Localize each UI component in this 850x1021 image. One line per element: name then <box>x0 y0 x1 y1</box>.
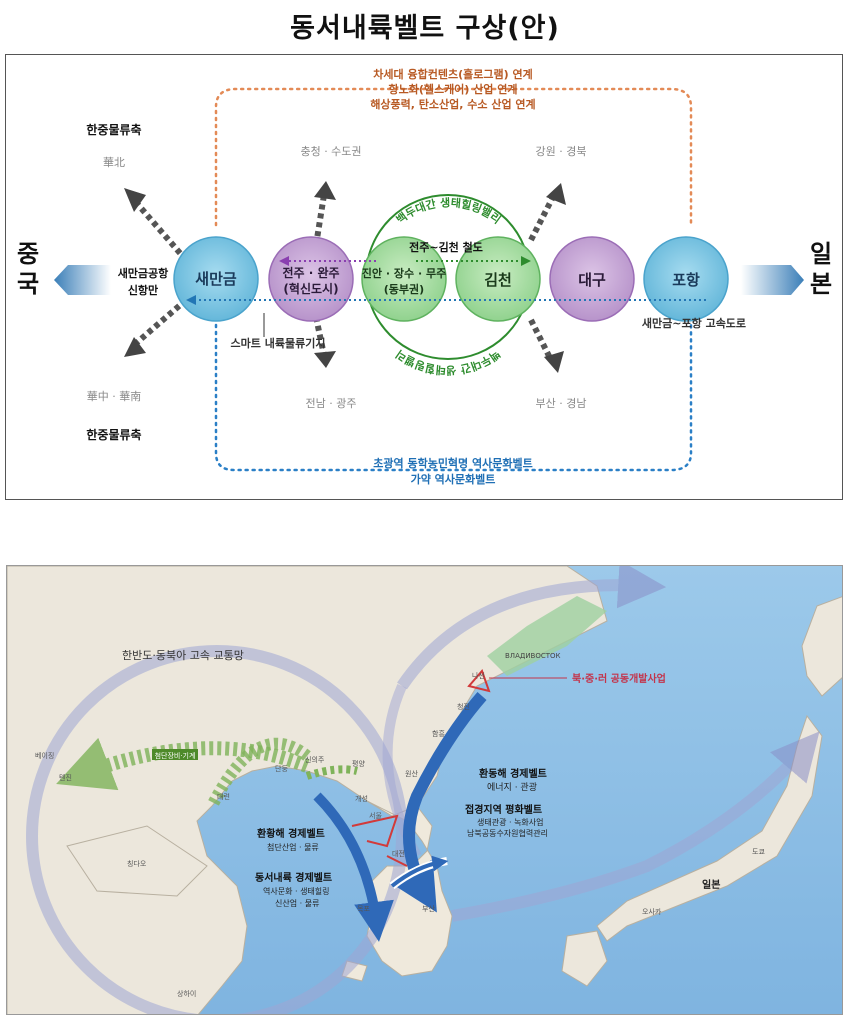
arrowhead-south-china <box>124 337 146 357</box>
east-sea-title: 환동해 경제벨트 <box>479 767 547 780</box>
page-title: 동서내륙벨트 구상(안) <box>290 13 560 44</box>
east-sea-desc: 에너지 · 관광 <box>487 781 537 793</box>
top-link-line <box>214 87 693 227</box>
arrowhead-gangwon <box>546 183 566 205</box>
yellow-sea-desc: 첨단산업 · 물류 <box>267 842 319 852</box>
china-arrow <box>54 265 111 295</box>
place-label: 신의주 <box>305 755 325 764</box>
place-label: 목포 <box>357 905 370 913</box>
place-label: 평양 <box>352 759 365 768</box>
yellow-sea-title: 환황해 경제벨트 <box>257 827 325 840</box>
arc-label-bottom: 백두대간 생태힐링밸리 <box>393 347 503 378</box>
arrowhead-busan <box>544 351 564 373</box>
inland-desc-1: 역사문화 · 생태힐링 <box>263 886 330 896</box>
label-jeonju: 전주 · 완주 <box>282 265 339 280</box>
label-gimcheon: 김천 <box>484 271 512 289</box>
label-pohang: 포항 <box>672 271 700 289</box>
highway-label: 새만금~포항 고속도로 <box>642 316 746 330</box>
cheomdan-badge <box>152 749 198 760</box>
bottom-note-2: 가약 역사문화벨트 <box>411 472 496 486</box>
region-jeonnam: 전남 · 광주 <box>306 397 357 410</box>
inland-desc-2: 신산업 · 물류 <box>275 898 319 908</box>
japan-arrow <box>741 265 804 295</box>
place-label: 서울 <box>369 811 382 820</box>
kyushu <box>561 930 608 987</box>
network-title: 한반도·동북아 고속 교통망 <box>122 649 244 662</box>
region-gangwon: 강원 · 경북 <box>536 145 587 158</box>
region-busan: 부산 · 경남 <box>536 397 587 410</box>
logistics-axis-bottom: 한중물류축 <box>86 427 141 442</box>
china-belt-north <box>56 737 310 791</box>
top-note-2: 항노화(헬스케어) 산업 연계 <box>388 82 517 96</box>
region-south-china: 華中 · 華南 <box>87 390 142 403</box>
label-jeonju-sub: (혁신도시) <box>283 281 338 296</box>
region-chungcheong: 충청 · 수도권 <box>300 145 361 158</box>
trilateral-triangle <box>467 669 491 693</box>
inland-belt <box>390 855 449 888</box>
arrowhead-chungcheong <box>314 181 336 200</box>
arrow-to-south-china <box>132 297 188 348</box>
border-desc-1: 생태관광 · 녹화사업 <box>477 817 544 827</box>
china-belt-south <box>206 737 311 809</box>
place-label: 단둥 <box>275 764 288 773</box>
arc-label-top: 백두대간 생태힐링밸리 <box>393 195 503 226</box>
vladivostok-label: ВЛАДИВОСТОК <box>505 652 561 660</box>
map-svg: 한반도·동북아 고속 교통망 북·중·러 공동개발사업 ВЛАДИВОСТОК … <box>7 566 842 1014</box>
place-label: 도쿄 <box>752 848 765 856</box>
border-zone-lines <box>351 814 399 848</box>
smart-logistics-label: 스마트 내륙물류기지 <box>231 336 326 350</box>
place-label: 칭다오 <box>127 859 147 868</box>
place-label: 톈진 <box>59 773 72 782</box>
place-label: 부산 <box>422 904 435 913</box>
arrow-to-jeonnam <box>313 316 327 356</box>
border-desc-2: 남북공동수자원협력관리 <box>467 828 548 838</box>
place-label: 함흥 <box>432 729 445 738</box>
place-label: 개성 <box>355 794 368 803</box>
port-label: 신항만 <box>128 283 158 297</box>
arrow-to-busan <box>528 318 554 362</box>
place-label: 청진 <box>457 702 470 711</box>
hokkaido <box>801 596 842 697</box>
label-saemangeum: 새만금 <box>195 270 237 288</box>
airport-label: 새만금공항 <box>118 266 169 280</box>
place-label: 나선 <box>472 671 485 680</box>
east-sea-circuit-top <box>397 566 667 690</box>
place-label: 오사카 <box>642 907 662 916</box>
japan-link <box>450 731 820 922</box>
russia-coast-zone <box>487 596 607 676</box>
border-title: 접경지역 평화벨트 <box>465 803 542 816</box>
place-label: 대전 <box>392 849 405 858</box>
label-daegu: 대구 <box>578 271 606 289</box>
rail-label: 전주~김천 철도 <box>409 240 483 254</box>
bottom-note-1: 초광역 동학농민혁명 역사문화벨트 <box>373 456 532 470</box>
inland-title: 동서내륙 경제벨트 <box>255 871 332 884</box>
shandong-peninsula <box>66 825 208 897</box>
japan-label: 일본 <box>702 878 720 891</box>
belt-diagram: 차세대 융합컨텐츠(홀로그램) 연계 항노화(헬스케어) 산업 연계 해상풍력,… <box>5 54 843 500</box>
place-label: 원산 <box>405 769 418 778</box>
northeast-asia-map: 한반도·동북아 고속 교통망 북·중·러 공동개발사업 ВЛАДИВОСТОК … <box>6 565 843 1015</box>
cheomdan-label: 첨단장비·기계 <box>155 751 196 760</box>
label-jinan: 진안 · 장수 · 무주 <box>362 266 446 280</box>
place-label: 상하이 <box>177 989 196 998</box>
arrow-to-gangwon <box>528 193 557 242</box>
trilateral-label: 북·중·러 공동개발사업 <box>572 672 666 685</box>
logistics-axis-top: 한중물류축 <box>86 122 141 137</box>
arrowhead-jeonnam <box>314 351 336 368</box>
region-north-china: 華北 <box>103 156 125 169</box>
arrow-to-north-china <box>131 198 189 262</box>
bottom-link-line <box>214 323 693 472</box>
label-jinan-sub: (동부권) <box>384 283 424 296</box>
border-link <box>386 855 408 867</box>
place-label: 베이징 <box>35 751 54 760</box>
top-note-3: 해상풍력, 탄소산업, 수소 산업 연계 <box>370 97 535 111</box>
place-label: 대련 <box>217 792 230 801</box>
arrowhead-north-china <box>124 188 146 212</box>
top-note-1: 차세대 융합컨텐츠(홀로그램) 연계 <box>373 67 532 81</box>
belt-diagram-svg: 차세대 융합컨텐츠(홀로그램) 연계 항노화(헬스케어) 산업 연계 해상풍력,… <box>17 67 832 486</box>
east-sea-belt <box>391 692 487 913</box>
yellow-sea-belt <box>313 792 394 942</box>
